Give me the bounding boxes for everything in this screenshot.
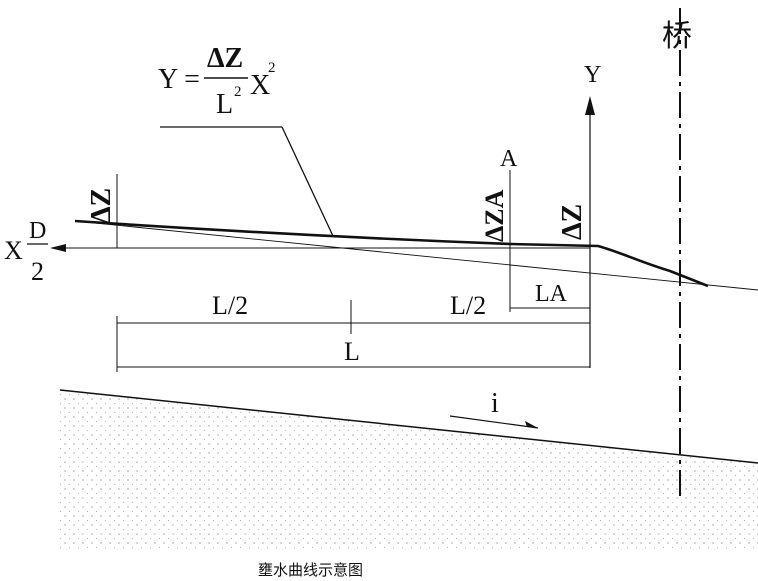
formula-lhs: Y = (158, 64, 200, 95)
formula-variable-exponent: 2 (268, 60, 276, 76)
y-axis-arrowhead (585, 96, 595, 115)
half-d-numerator: D (29, 218, 46, 244)
formula-denominator-exponent: 2 (234, 84, 242, 100)
bridge-label: 桥 (662, 20, 692, 53)
x-axis-label: X (4, 236, 23, 265)
formula-numerator: ΔZ (207, 43, 243, 74)
half-d-denominator: 2 (31, 257, 44, 286)
delta-z-right-label: ΔZ (557, 204, 588, 240)
slope-arrowhead (525, 421, 538, 428)
half-l-right-label: L/2 (450, 291, 486, 320)
la-label: LA (535, 281, 568, 307)
formula-leader (281, 126, 334, 237)
river-bed-line (59, 389, 758, 464)
x-axis-arrowhead (50, 244, 66, 252)
figure-caption: 壅水曲线示意图 (258, 561, 363, 579)
delta-z-left-label: ΔZ (86, 188, 117, 224)
y-axis-label: Y (584, 62, 601, 88)
point-a-label: A (500, 146, 518, 172)
delta-za-label: ΔZA (480, 189, 509, 242)
slope-arrow (449, 415, 539, 429)
ground-hatch (60, 390, 758, 550)
backwater-curve (74, 219, 709, 288)
half-l-left-label: L/2 (212, 291, 248, 320)
l-total-label: L (344, 337, 360, 366)
slope-label: i (491, 388, 499, 419)
formula-variable: X (250, 70, 270, 101)
formula-denominator: L (216, 89, 233, 120)
natural-water-line (74, 220, 758, 291)
